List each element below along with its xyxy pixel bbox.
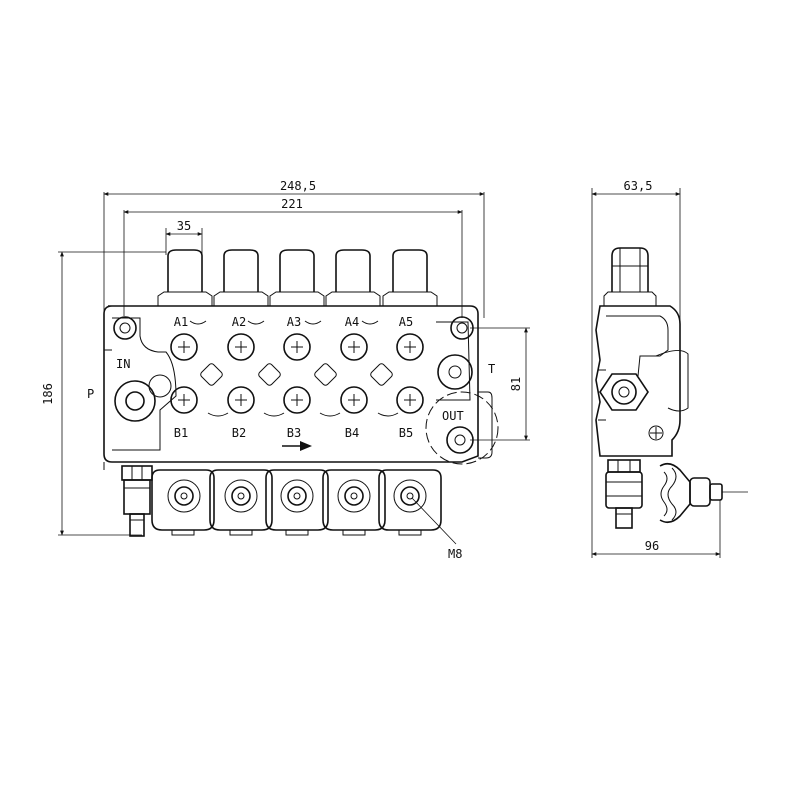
spool-cap <box>213 249 269 306</box>
end-cap-4 <box>322 469 386 536</box>
port-a5 <box>396 333 424 361</box>
pressure-label: P <box>87 387 94 401</box>
thread-label: M8 <box>448 547 462 561</box>
dimension-port-spacing: 81 <box>470 327 530 441</box>
spool-end-caps <box>151 469 442 536</box>
dimension-overall-width: 248,5 <box>103 179 485 318</box>
flow-arrow-icon <box>282 441 312 451</box>
dim-label-overall-width: 248,5 <box>280 179 316 193</box>
port-a3 <box>283 333 311 361</box>
port-label-b2: B2 <box>232 426 246 440</box>
port-label-b5: B5 <box>399 426 413 440</box>
side-view: 63,5 96 <box>591 179 748 558</box>
port-label-b1: B1 <box>174 426 188 440</box>
end-cap-2 <box>209 469 273 536</box>
port-b4 <box>340 386 368 414</box>
side-body <box>595 305 689 457</box>
section-dividers <box>189 320 399 417</box>
mounting-hole <box>450 316 474 340</box>
end-cap-5 <box>378 469 442 536</box>
port-label-a4: A4 <box>345 315 359 329</box>
front-view: 248,5 221 35 186 81 <box>41 179 530 561</box>
spool-cap <box>325 249 381 306</box>
dimension-side-total: 96 <box>591 300 721 558</box>
port-b3 <box>283 386 311 414</box>
b-ports <box>170 386 424 414</box>
b-port-labels: B1 B2 B3 B4 B5 <box>174 426 413 440</box>
relief-valve <box>121 465 153 537</box>
dimension-side-depth: 63,5 <box>591 179 681 330</box>
lever-boot <box>659 462 748 524</box>
port-label-a5: A5 <box>399 315 413 329</box>
outlet-label: OUT <box>442 409 464 423</box>
dimension-height: 186 <box>41 251 166 536</box>
port-a1 <box>170 333 198 361</box>
dim-label-side-depth: 63,5 <box>624 179 653 193</box>
dim-label-height: 186 <box>41 383 55 405</box>
port-b2 <box>227 386 255 414</box>
port-label-a2: A2 <box>232 315 246 329</box>
port-a4 <box>340 333 368 361</box>
port-label-b3: B3 <box>287 426 301 440</box>
port-label-a1: A1 <box>174 315 188 329</box>
side-lower-fitting <box>605 459 643 529</box>
port-label-a3: A3 <box>287 315 301 329</box>
dimension-spool-pitch: 35 <box>165 219 203 255</box>
spool-cap <box>269 249 325 306</box>
spool-caps <box>157 249 438 306</box>
outlet-port <box>425 391 499 465</box>
mounting-hole <box>113 316 137 340</box>
inlet-port <box>114 374 172 422</box>
dim-label-spool-pitch: 35 <box>177 219 191 233</box>
diamond-bosses <box>200 363 393 386</box>
tank-port <box>437 354 473 390</box>
a-port-labels: A1 A2 A3 A4 A5 <box>174 315 413 329</box>
tank-label: T <box>488 362 495 376</box>
dim-label-side-total: 96 <box>645 539 659 553</box>
end-cap-1 <box>151 469 215 536</box>
port-a2 <box>227 333 255 361</box>
end-cap-3 <box>265 469 329 536</box>
dimension-inner-width: 221 <box>123 197 463 318</box>
inlet-label: IN <box>116 357 130 371</box>
spool-cap <box>382 249 438 306</box>
dim-label-inner-width: 221 <box>281 197 303 211</box>
side-spool-cap <box>603 247 657 306</box>
port-label-b4: B4 <box>345 426 359 440</box>
a-ports <box>170 333 424 361</box>
spool-cap <box>157 249 213 306</box>
thread-callout: M8 <box>411 497 462 561</box>
port-b1 <box>170 386 198 414</box>
dim-label-port-spacing: 81 <box>509 377 523 391</box>
port-b5 <box>396 386 424 414</box>
